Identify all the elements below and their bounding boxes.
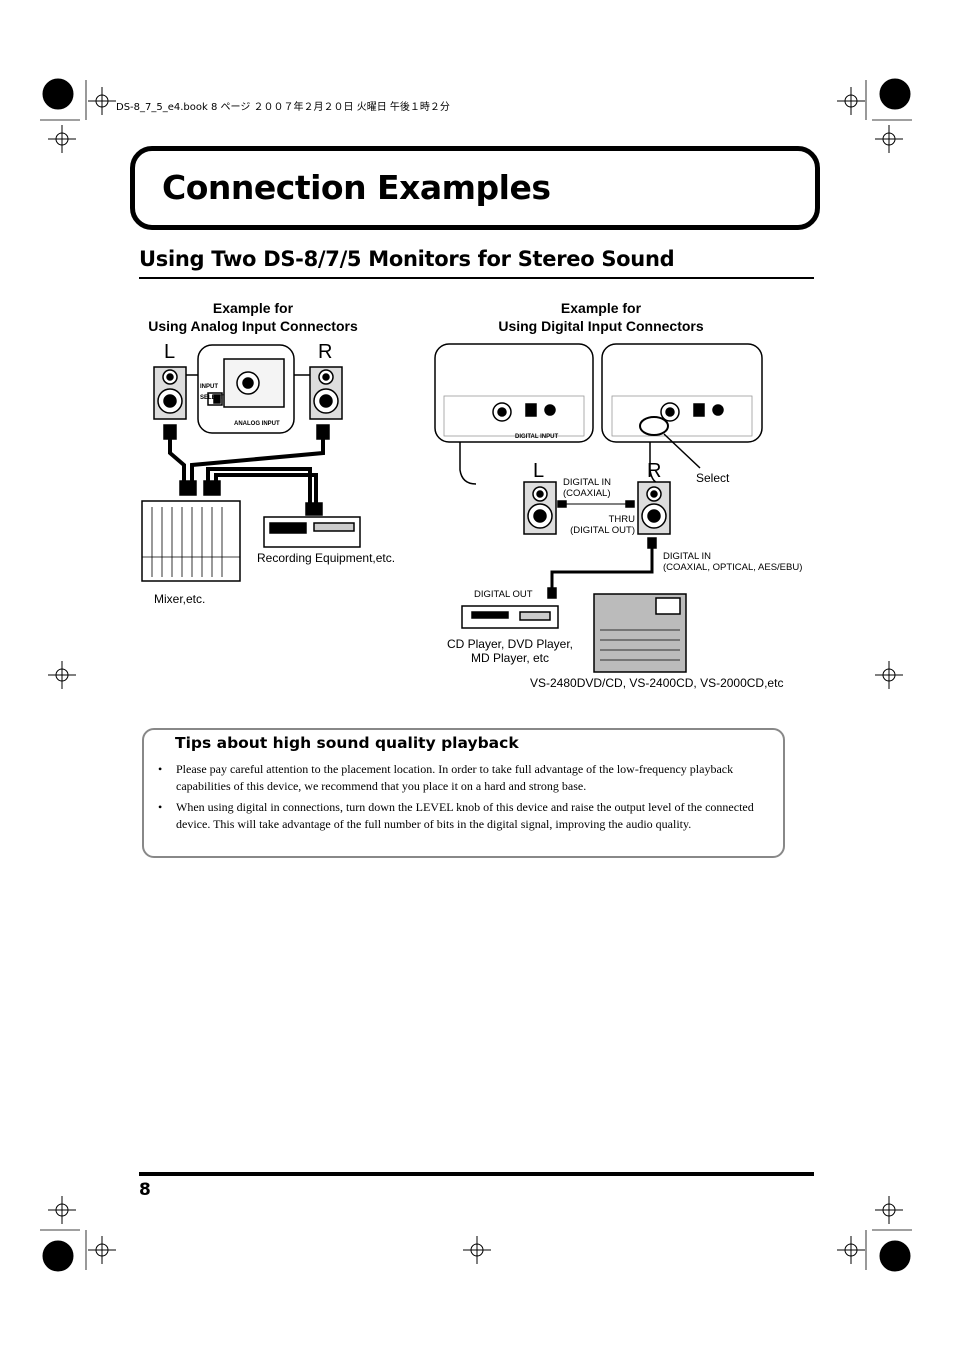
thru-label: THRU (DIGITAL OUT) — [560, 514, 635, 536]
digital-in-all-line1: DIGITAL IN — [663, 551, 712, 562]
panel-analog-input: ANALOG INPUT — [234, 421, 280, 427]
mixer-label: Mixer,etc. — [154, 592, 206, 606]
digital-heading-line1: Example for — [560, 300, 642, 316]
digital-right-label: R — [647, 460, 662, 482]
vs-recorder-label: VS-2480DVD/CD, VS-2400CD, VS-2000CD,etc — [530, 676, 784, 690]
thru-line1: THRU — [608, 514, 635, 525]
tips-title: Tips about high sound quality playback — [175, 734, 519, 752]
cd-player-label: CD Player, DVD Player, MD Player, etc — [440, 637, 580, 665]
title-box — [130, 146, 820, 230]
tip-item: When using digital in connections, turn … — [158, 799, 758, 833]
page-title: Connection Examples — [162, 168, 551, 207]
digital-in-coaxial: DIGITAL IN (COAXIAL) — [563, 477, 611, 499]
digital-in-coaxial-line1: DIGITAL IN — [563, 477, 612, 488]
tips-list: Please pay careful attention to the plac… — [158, 761, 758, 837]
analog-right-label: R — [318, 341, 333, 363]
tips-box — [142, 728, 785, 858]
analog-heading: Example for Using Analog Input Connector… — [140, 299, 366, 335]
select-label: Select — [696, 471, 730, 485]
analog-left-label: L — [164, 341, 176, 363]
section-rule — [139, 277, 814, 279]
page-number: 8 — [139, 1180, 151, 1200]
digital-out-label: DIGITAL OUT — [474, 589, 533, 600]
analog-heading-line1: Example for — [212, 300, 294, 316]
analog-diagram — [141, 344, 361, 582]
panel-digital-input: DIGITAL INPUT — [515, 434, 559, 440]
digital-in-all: DIGITAL IN (COAXIAL, OPTICAL, AES/EBU) — [663, 551, 802, 573]
digital-in-all-line2: (COAXIAL, OPTICAL, AES/EBU) — [663, 562, 803, 573]
tip-item: Please pay careful attention to the plac… — [158, 761, 758, 795]
analog-heading-line2: Using Analog Input Connectors — [148, 318, 358, 334]
cd-player-line1: CD Player, DVD Player, — [446, 637, 574, 651]
digital-left-label: L — [533, 460, 545, 482]
cd-player-line2: MD Player, etc — [470, 651, 550, 665]
digital-heading: Example for Using Digital Input Connecto… — [486, 299, 716, 335]
section-title: Using Two DS-8/7/5 Monitors for Stereo S… — [139, 247, 675, 271]
footer-rule — [139, 1172, 814, 1176]
digital-in-coaxial-line2: (COAXIAL) — [563, 488, 611, 499]
file-header: DS-8_7_5_e4.book 8 ページ ２００７年２月２０日 火曜日 午後… — [116, 102, 450, 113]
panel-input-select: INPUT SELECT — [200, 384, 224, 401]
thru-line2: (DIGITAL OUT) — [570, 525, 635, 536]
digital-heading-line2: Using Digital Input Connectors — [498, 318, 704, 334]
digital-diagram — [434, 343, 763, 673]
recording-equipment-label: Recording Equipment,etc. — [257, 551, 396, 565]
